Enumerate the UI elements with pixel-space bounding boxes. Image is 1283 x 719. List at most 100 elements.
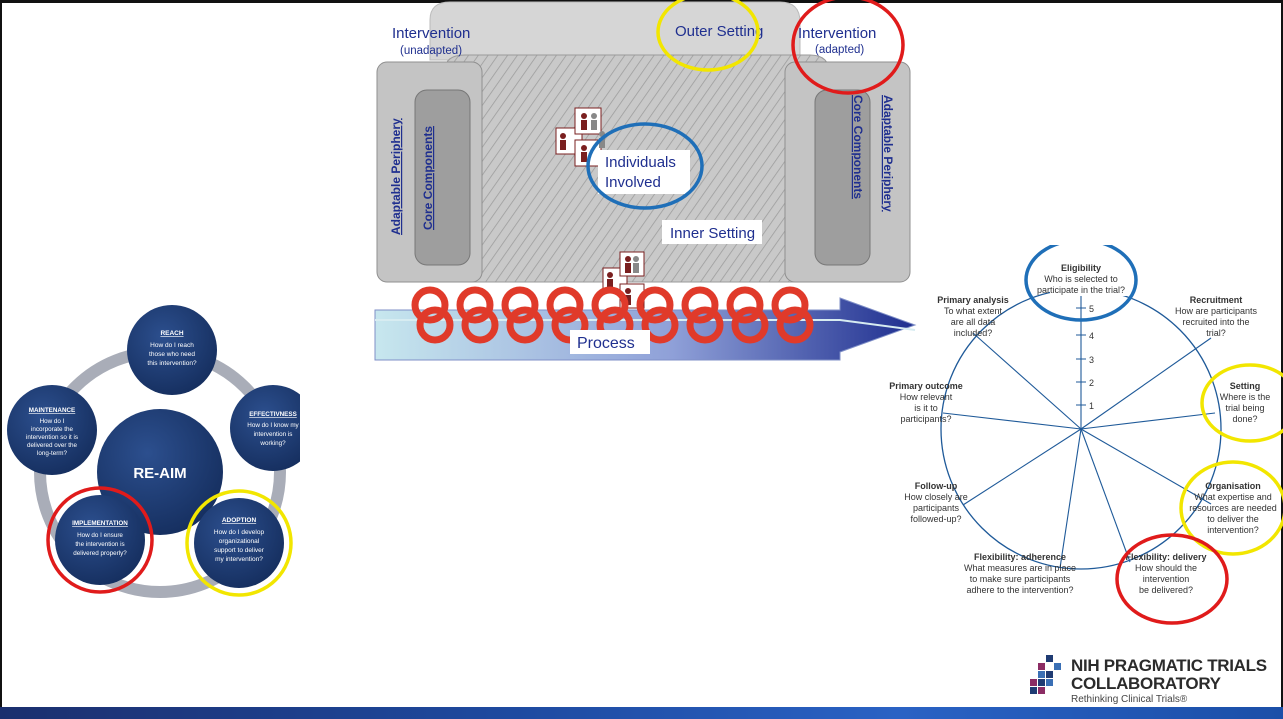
individuals-highlight-ring [586, 122, 704, 210]
inner-setting-label: Inner Setting [670, 225, 755, 242]
svg-text:trial?: trial? [1206, 328, 1226, 338]
svg-text:Who is selected to: Who is selected to [1044, 274, 1118, 284]
svg-text:resources are needed: resources are needed [1189, 503, 1277, 513]
svg-text:long-term?: long-term? [37, 450, 68, 457]
svg-text:intervention: intervention [1143, 574, 1190, 584]
svg-text:done?: done? [1232, 414, 1257, 424]
outer-setting-label: Outer Setting [675, 23, 763, 40]
scale-label-2: 2 [1089, 378, 1094, 388]
reach-title: REACH [160, 330, 183, 337]
svg-text:How do I ensure: How do I ensure [77, 532, 123, 539]
eligibility-highlight-ring [1024, 245, 1138, 322]
nih-title-line2: COLLABORATORY [1071, 674, 1221, 693]
svg-text:to make sure participants: to make sure participants [970, 574, 1071, 584]
domain-recruitment: Recruitment How are participants recruit… [1175, 295, 1258, 338]
process-cycles [411, 286, 814, 344]
setting-highlight-ring [1200, 363, 1283, 443]
precis-spokes [942, 289, 1216, 569]
left-adaptable-periphery-label: Adaptable Periphery [389, 118, 403, 235]
intervention-adapted-sub: (adapted) [815, 44, 864, 56]
svg-text:Eligibility: Eligibility [1061, 263, 1101, 273]
people-icon [555, 107, 605, 167]
effectiveness-title: EFFECTIVNESS [249, 411, 297, 418]
svg-text:be delivered?: be delivered? [1139, 585, 1193, 595]
svg-text:delivered properly?: delivered properly? [73, 550, 127, 557]
nih-logo-icon [1030, 655, 1061, 694]
svg-text:Flexibility: adherence: Flexibility: adherence [974, 552, 1066, 562]
svg-text:recruited into the: recruited into the [1182, 317, 1249, 327]
svg-text:Recruitment: Recruitment [1190, 295, 1243, 305]
svg-text:trial being: trial being [1225, 403, 1264, 413]
adoption-highlight-ring [185, 489, 293, 597]
scale-label-3: 3 [1089, 355, 1094, 365]
adoption-title: ADOPTION [222, 517, 257, 524]
svg-text:to deliver the: to deliver the [1207, 514, 1259, 524]
svg-text:To what extent: To what extent [944, 306, 1003, 316]
individuals-label-line1: Individuals [605, 154, 676, 171]
right-core-components-label: Core Components [851, 95, 865, 199]
footer-bar [0, 707, 1283, 719]
svg-text:incorporate the: incorporate the [31, 426, 74, 433]
svg-text:How do I reach: How do I reach [150, 342, 194, 349]
svg-text:Setting: Setting [1230, 381, 1261, 391]
svg-text:intervention is: intervention is [254, 431, 293, 438]
reaim-node-implementation: IMPLEMENTATION How do I ensure the inter… [55, 495, 145, 585]
svg-text:my intervention?: my intervention? [215, 556, 263, 563]
svg-text:Where is the: Where is the [1220, 392, 1271, 402]
svg-text:How do I: How do I [40, 418, 65, 425]
svg-text:adhere to the intervention?: adhere to the intervention? [966, 585, 1073, 595]
svg-text:followed-up?: followed-up? [910, 514, 961, 524]
svg-text:this intervention?: this intervention? [147, 360, 197, 367]
nih-pragmatic-trials-logo: NIH PRAGMATIC TRIALS COLLABORATORY Rethi… [1030, 655, 1270, 705]
svg-text:are all data: are all data [951, 317, 996, 327]
right-adaptable-periphery-label: Adaptable Periphery [881, 95, 895, 212]
intervention-unadapted-sub: (unadapted) [400, 45, 462, 57]
svg-text:What measures are in place: What measures are in place [964, 563, 1076, 573]
flexibility-delivery-highlight-ring [1115, 533, 1229, 625]
domain-flexibility-delivery: Flexibility: delivery How should the int… [1125, 552, 1206, 595]
svg-text:delivered over the: delivered over the [27, 442, 78, 449]
reaim-center-circle [97, 409, 223, 535]
outer-setting-highlight-ring [656, 0, 760, 72]
left-core-components-label: Core Components [421, 126, 435, 230]
svg-text:participants: participants [913, 503, 960, 513]
svg-text:How do I develop: How do I develop [214, 529, 265, 536]
precis-scale: 1 2 3 4 5 [1076, 304, 1094, 411]
svg-text:those who need: those who need [149, 351, 195, 358]
svg-text:participate in the trial?: participate in the trial? [1037, 285, 1125, 295]
maintenance-title: MAINTENANCE [29, 407, 76, 414]
domain-flexibility-adherence: Flexibility: adherence What measures are… [964, 552, 1076, 595]
svg-text:How are participants: How are participants [1175, 306, 1258, 316]
scale-label-4: 4 [1089, 331, 1094, 341]
scale-label-5: 5 [1089, 304, 1094, 314]
process-label: Process [577, 335, 635, 352]
reaim-node-effectiveness: EFFECTIVNESS How do I know my interventi… [230, 385, 300, 471]
scale-label-1: 1 [1089, 401, 1094, 411]
domain-organisation: Organisation What expertise and resource… [1189, 481, 1277, 535]
svg-text:participants?: participants? [900, 414, 951, 424]
svg-text:is it to: is it to [914, 403, 938, 413]
domain-setting: Setting Where is the trial being done? [1220, 381, 1271, 424]
nih-title-line1: NIH PRAGMATIC TRIALS [1071, 656, 1267, 675]
nih-tagline: Rethinking Clinical Trials® [1071, 694, 1188, 705]
reaim-node-maintenance: MAINTENANCE How do I incorporate the int… [7, 385, 97, 475]
svg-text:How do I know my: How do I know my [247, 422, 299, 429]
adapted-core-shape [814, 89, 871, 266]
svg-text:included?: included? [954, 328, 993, 338]
organisation-highlight-ring [1179, 460, 1283, 556]
precis-wheel: 1 2 3 4 5 Eligibility Who is selected to… [889, 245, 1283, 625]
svg-text:the intervention is: the intervention is [75, 541, 124, 548]
domain-primary-outcome: Primary outcome How relevant is it to pa… [889, 381, 963, 424]
svg-text:Primary outcome: Primary outcome [889, 381, 963, 391]
domain-follow-up: Follow-up How closely are participants f… [904, 481, 968, 524]
implementation-title: IMPLEMENTATION [72, 520, 128, 527]
individuals-label-line2: Involved [605, 174, 661, 191]
intervention-unadapted-label: Intervention [392, 25, 470, 42]
reaim-node-adoption: ADOPTION How do I develop organizational… [194, 498, 284, 588]
svg-text:What expertise and: What expertise and [1194, 492, 1272, 502]
svg-text:organizational: organizational [219, 538, 260, 545]
svg-text:Follow-up: Follow-up [915, 481, 958, 491]
process-label-bg [570, 330, 650, 354]
svg-text:How should the: How should the [1135, 563, 1197, 573]
intervention-adapted-highlight-ring [791, 0, 905, 95]
